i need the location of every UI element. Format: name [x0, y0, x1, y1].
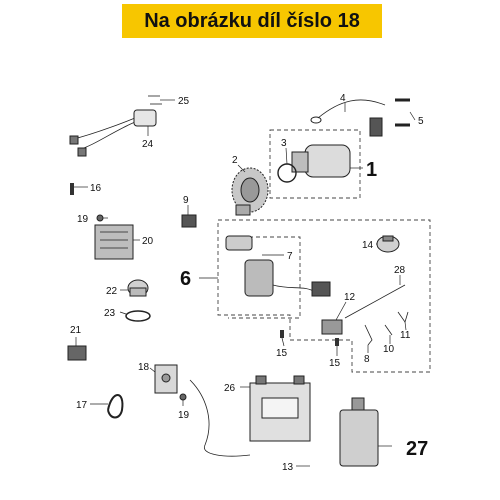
- horn-22: [127, 279, 149, 297]
- header-banner: Na obrázku díl číslo 18: [122, 4, 382, 38]
- callout-14: 14: [362, 240, 374, 251]
- callout-25: 25: [178, 96, 190, 107]
- callout-3: 3: [281, 138, 287, 149]
- switch-9: [181, 214, 197, 228]
- callout-4: 4: [340, 93, 346, 104]
- cable-28: [344, 284, 406, 319]
- regulator-20: [94, 224, 134, 260]
- bolt-16: [70, 183, 74, 195]
- callout-15-right: 15: [329, 358, 341, 369]
- callout-17: 17: [76, 400, 88, 411]
- clamp-23: [125, 310, 151, 322]
- callout-11: 11: [400, 330, 411, 341]
- callout-7: 7: [287, 251, 293, 262]
- clip-10: [384, 324, 393, 336]
- callout-28: 28: [394, 265, 406, 276]
- relay-bracket-18: [154, 364, 178, 394]
- starter-clutch-2: [231, 167, 269, 216]
- header-title: Na obrázku díl číslo 18: [144, 9, 360, 32]
- callout-26: 26: [224, 383, 236, 394]
- fuel-cap-14: [376, 235, 400, 253]
- callout-18: 18: [138, 362, 150, 373]
- callout-12: 12: [344, 292, 356, 303]
- starter-motor-1: [291, 144, 351, 178]
- wire-harness-24: [69, 109, 157, 157]
- callout-2: 2: [232, 155, 238, 166]
- electrolyte-27: [339, 397, 379, 467]
- nut-19-upper: [96, 214, 104, 222]
- connector-21: [67, 345, 87, 361]
- spring-11: [397, 311, 409, 323]
- seat-lock-12: [321, 319, 343, 335]
- assembly-box-7: [228, 236, 301, 319]
- callout-20: 20: [142, 236, 154, 247]
- callout-16: 16: [90, 183, 102, 194]
- callout-10: 10: [383, 344, 395, 355]
- o-ring-3: [277, 163, 297, 183]
- bolts-5: [395, 98, 410, 127]
- battery-26: [249, 375, 311, 442]
- callout-13: 13: [282, 462, 294, 473]
- callout-9: 9: [183, 195, 189, 206]
- assembly-box-1: [269, 129, 361, 199]
- battery-cable-13: [189, 379, 251, 457]
- callout-24: 24: [142, 139, 154, 150]
- assembly-box-6: [217, 219, 431, 373]
- callout-23: 23: [104, 308, 116, 319]
- leader-lines: [74, 99, 416, 467]
- callout-19-lower: 19: [178, 410, 190, 421]
- cable-tie-17: [107, 394, 124, 419]
- clip-8: [364, 324, 373, 346]
- callout-19-upper: 19: [77, 214, 89, 225]
- callout-22: 22: [106, 286, 118, 297]
- screw-15-right: [335, 338, 339, 346]
- ignition-lock-7: [225, 235, 331, 297]
- screw-15-left: [280, 330, 284, 338]
- callout-8: 8: [364, 354, 370, 365]
- bolts-25: [148, 95, 162, 105]
- callout-27: 27: [406, 438, 428, 460]
- callout-6: 6: [180, 268, 191, 290]
- callout-21: 21: [70, 325, 82, 336]
- nut-19-lower: [179, 393, 187, 401]
- callout-5: 5: [418, 116, 424, 127]
- cable-4: [310, 99, 386, 137]
- callout-1: 1: [366, 159, 377, 181]
- callout-15-left: 15: [276, 348, 288, 359]
